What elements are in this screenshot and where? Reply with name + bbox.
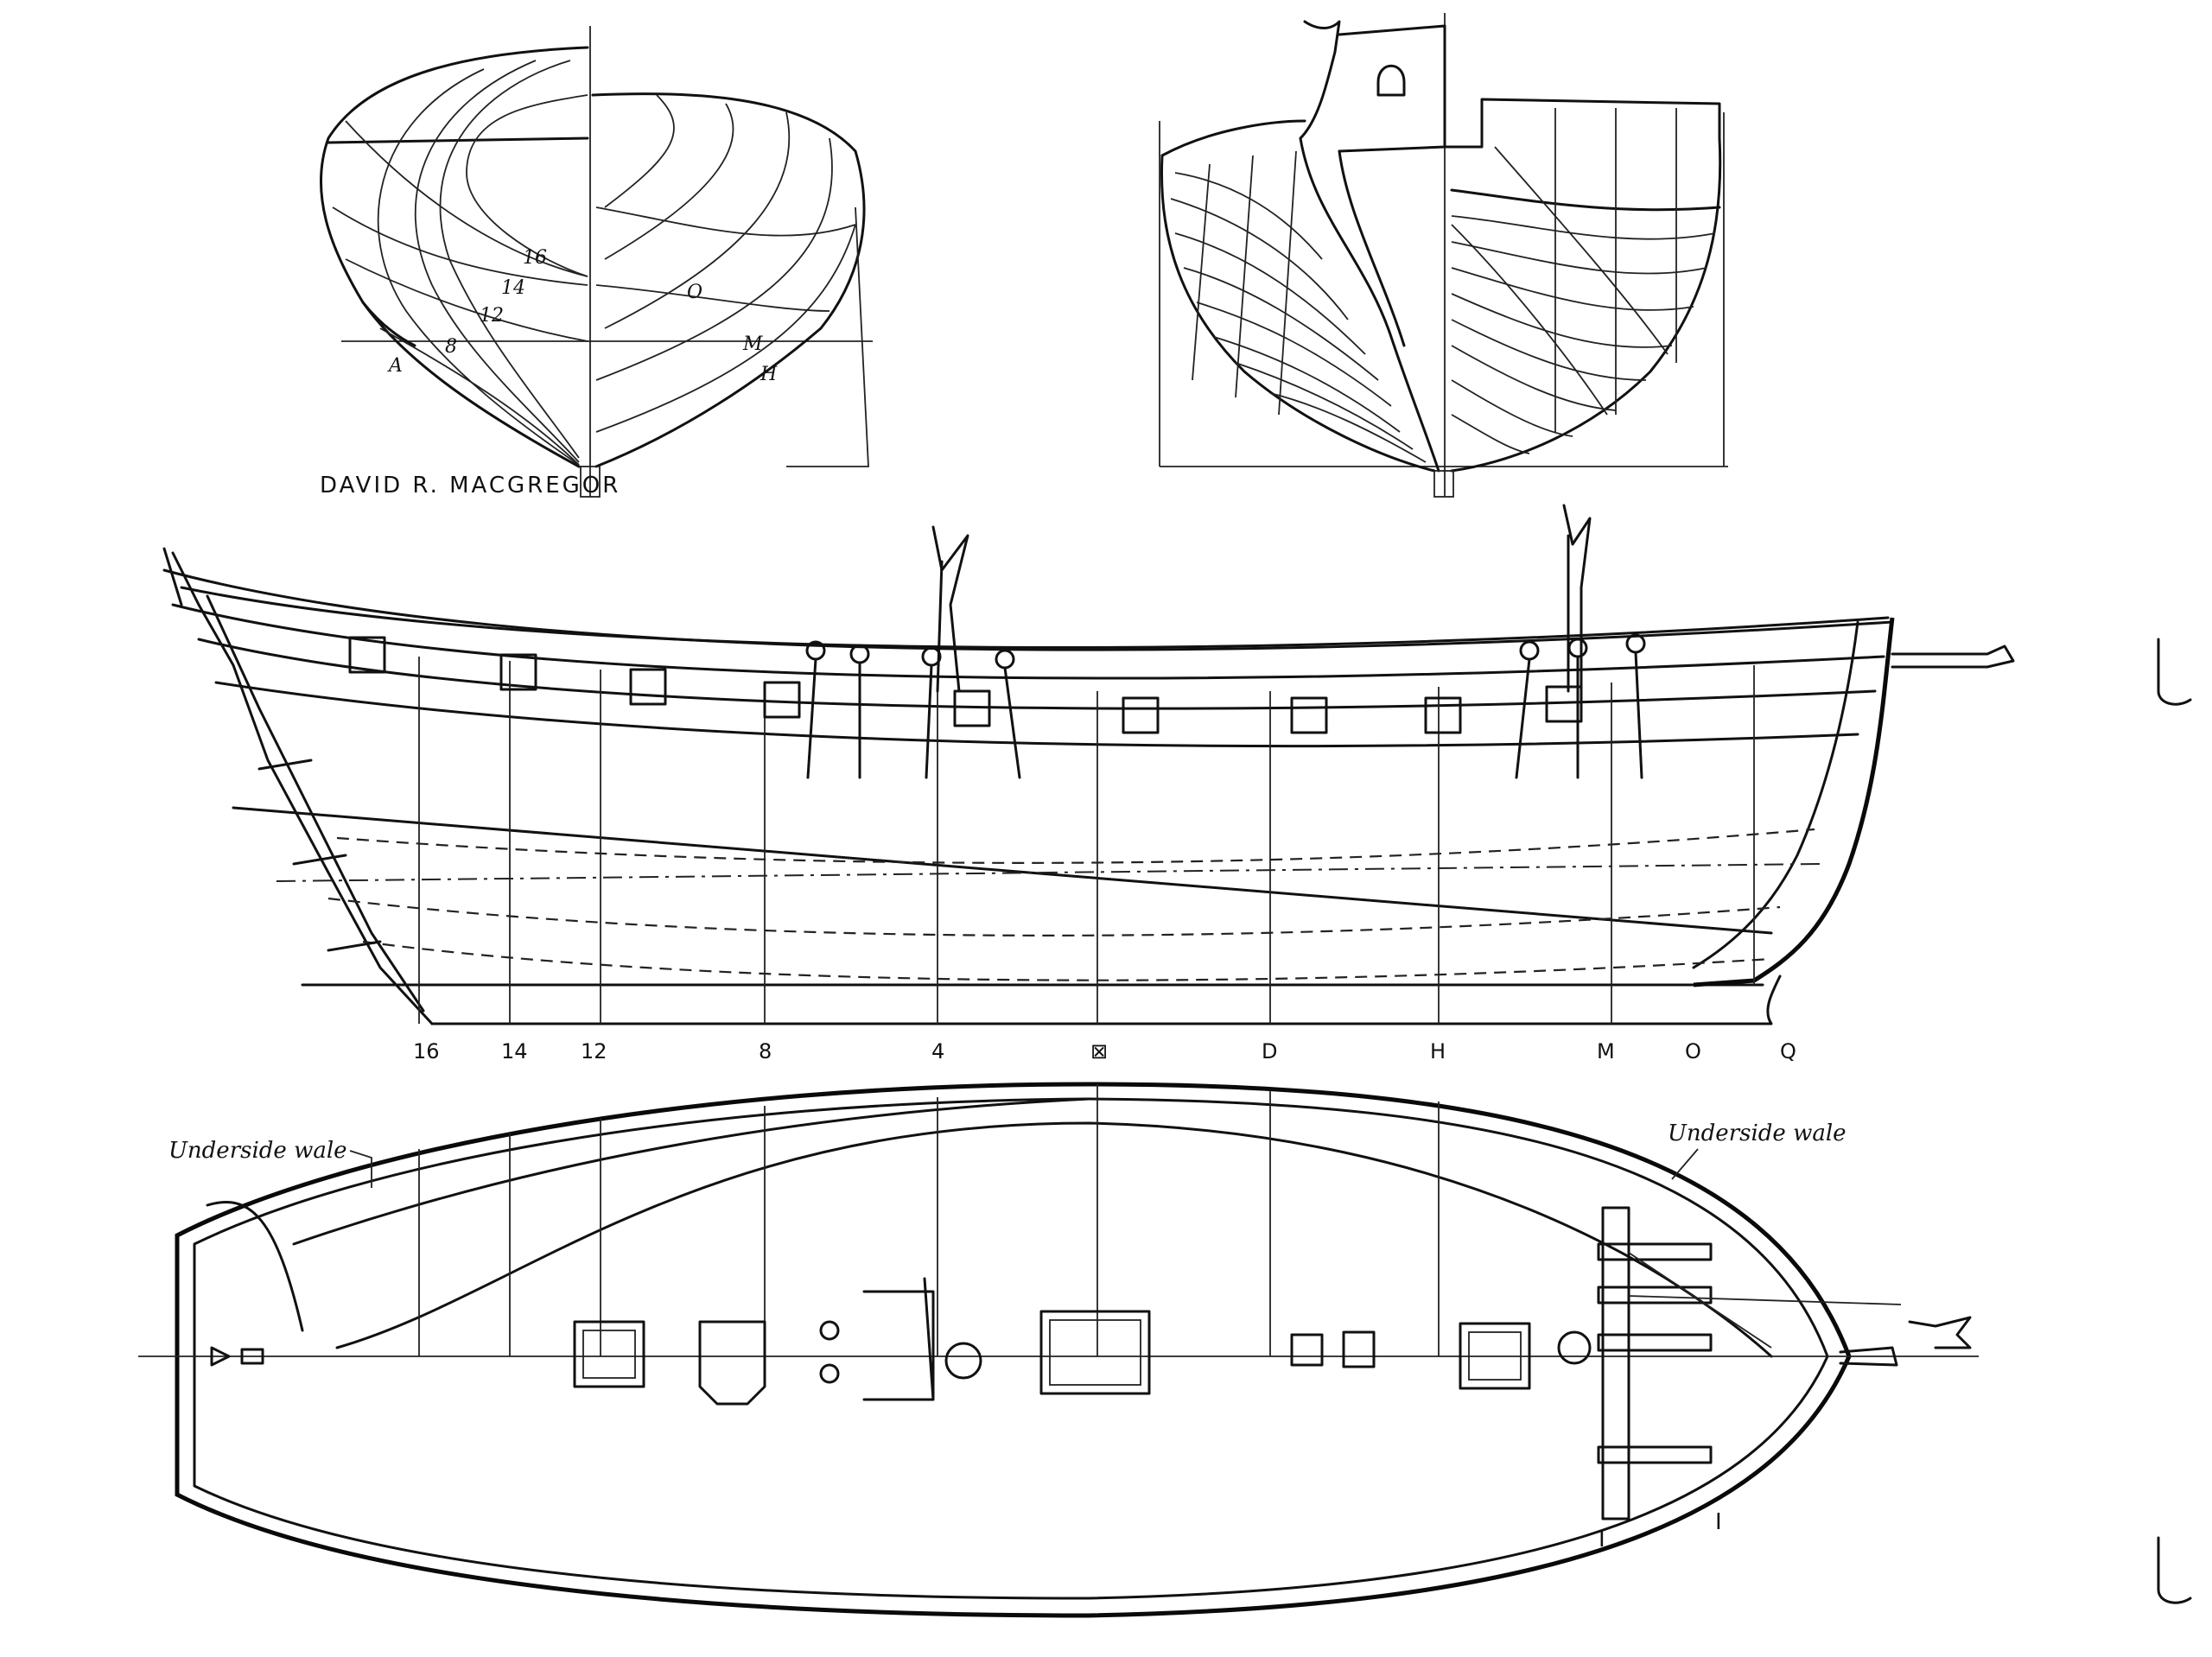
mast-stubs (931, 504, 1592, 693)
note-underside-wale-starboard: Underside wale (1668, 1121, 1847, 1146)
profile-station-labels: 16 14 12 8 4 ⊠ D H M O Q (413, 1039, 1796, 1063)
gunports (348, 636, 1583, 734)
body-plan-buttock-mark-o: O (687, 282, 702, 303)
body-plan-aft-mark-12: 12 (480, 305, 504, 327)
body-plan-aft-mark-16: 16 (523, 247, 547, 269)
capstan (944, 1342, 982, 1380)
station-label-8: 8 (759, 1039, 772, 1063)
body-plan-aft-mark-a: A (387, 355, 403, 377)
main-hatch (1039, 1310, 1151, 1395)
station-label-o: O (1685, 1039, 1701, 1063)
station-label-d: D (1262, 1039, 1277, 1063)
binder-mark-bottom (2157, 1536, 2192, 1604)
station-label-14: 14 (501, 1039, 528, 1063)
body-plan-aft: 16 14 12 8 A O M H DAVID R. MACGREGOR (320, 26, 873, 498)
sheer-profile: 16 14 12 8 4 ⊠ D H M O Q (162, 504, 2015, 1063)
station-label-16: 16 (413, 1039, 440, 1063)
body-plan-buttock-mark-m: M (742, 333, 763, 355)
hatch-aft (573, 1320, 645, 1388)
body-plan-buttock-mark-h: H (760, 364, 778, 385)
planking-hatch-right (1451, 108, 1716, 454)
hatch-forward (1459, 1322, 1531, 1390)
planking-hatch-left (1170, 150, 1427, 463)
body-plan-aft-mark-14: 14 (501, 277, 525, 299)
station-label-h: H (1430, 1039, 1446, 1063)
companionway (698, 1320, 766, 1406)
deck-plan: Underside wale Underside wale I I (138, 1082, 1979, 1618)
station-label-m: M (1597, 1039, 1615, 1063)
foremast-bitts (1597, 1206, 1902, 1521)
windlass (1557, 1330, 1592, 1365)
station-lines (418, 657, 1755, 1024)
body-plan-framed (1159, 13, 1728, 498)
deck-marker-right: I (1715, 1509, 1722, 1535)
designer-signature: DAVID R. MACGREGOR (320, 473, 620, 498)
chainplates (805, 633, 1646, 779)
station-label-4: 4 (931, 1039, 944, 1063)
station-label-12: 12 (581, 1039, 607, 1063)
station-label-midship: ⊠ (1090, 1039, 1108, 1063)
note-underside-wale-port: Underside wale (168, 1138, 347, 1164)
body-plan-aft-mark-8: 8 (445, 336, 457, 358)
binder-mark-top (2157, 638, 2192, 706)
station-label-q: Q (1780, 1039, 1796, 1063)
deck-marker-left: I (1599, 1527, 1605, 1552)
